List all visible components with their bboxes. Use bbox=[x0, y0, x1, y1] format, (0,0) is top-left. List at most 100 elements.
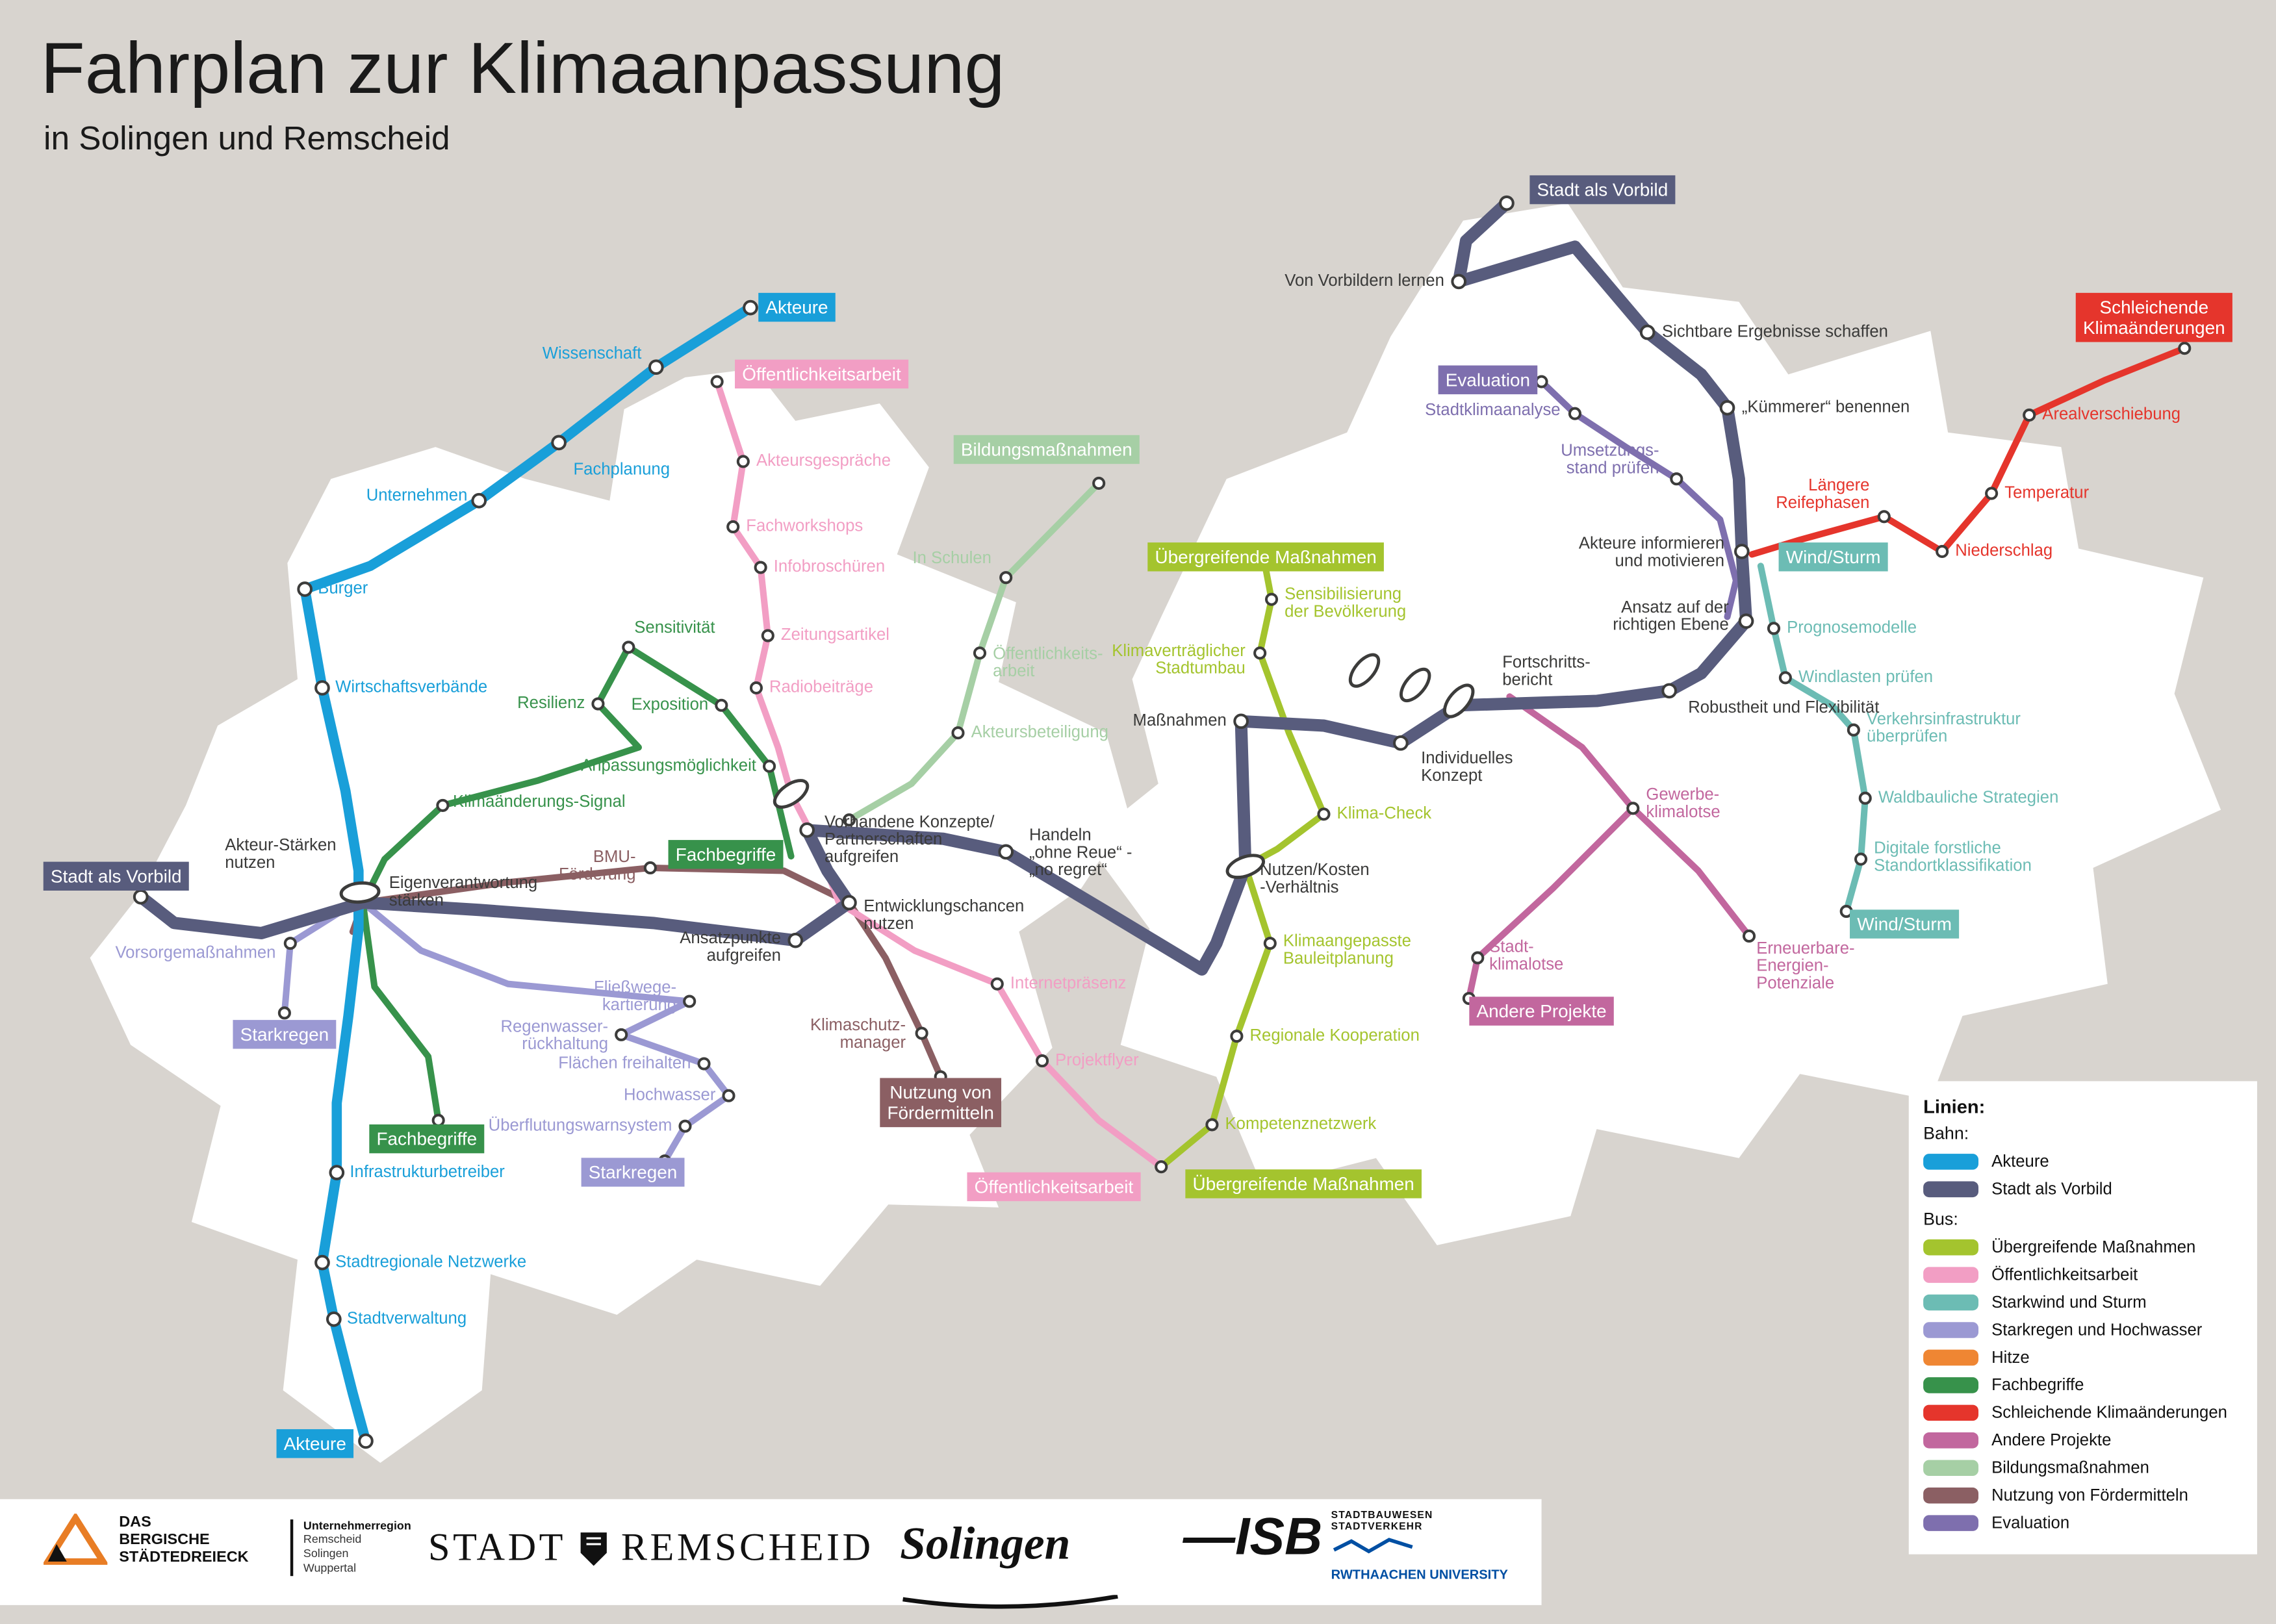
station-label: Erneuerbare-Energien-Potenziale bbox=[1756, 939, 1854, 993]
station-label: Temperatur bbox=[2004, 483, 2089, 501]
legend-entry-label: Stadt als Vorbild bbox=[1991, 1180, 2112, 1199]
station-label: Maßnahmen bbox=[1133, 711, 1227, 730]
terminus-badge-bg bbox=[1185, 1169, 1422, 1199]
station-label: Fließwege-kartierung bbox=[594, 978, 676, 1014]
legend-entry: Starkregen und Hochwasser bbox=[1923, 1316, 2242, 1343]
isb-right-block: STADTBAUWESEN STADTVERKEHR RWTHAACHEN UN… bbox=[1331, 1511, 1508, 1582]
terminus-badge-label: Übergreifende Maßnahmen bbox=[1155, 547, 1376, 567]
legend-entry-label: Andere Projekte bbox=[1991, 1431, 2112, 1449]
terminus-badge-bg bbox=[1529, 175, 1676, 205]
legend-entry-label: Öffentlichkeitsarbeit bbox=[1991, 1266, 2138, 1284]
bst-line3: STÄDTEDREIECK bbox=[119, 1549, 249, 1566]
logo-solingen: Solingen bbox=[900, 1517, 1121, 1624]
station-label: Projektflyer bbox=[1055, 1051, 1139, 1069]
station-akteure bbox=[743, 299, 758, 316]
terminus-badge-bg bbox=[735, 359, 909, 389]
bst-line2: BERGISCHE bbox=[119, 1531, 210, 1549]
station-label: Arealverschiebung bbox=[2042, 405, 2180, 424]
station-label: Stadtklimaanalyse bbox=[1425, 401, 1560, 419]
station-label: Fachplanung bbox=[573, 461, 670, 479]
station-stadt bbox=[1738, 613, 1754, 629]
station-starkregen bbox=[722, 1089, 735, 1102]
rwth-aachen-text: RWTHAACHEN UNIVERSITY bbox=[1331, 1567, 1508, 1582]
station-label: Fachworkshops bbox=[746, 517, 863, 535]
footer-logos: DAS BERGISCHE STÄDTEDREIECK Unternehmerr… bbox=[0, 1499, 1542, 1609]
terminus-badge-label: Bildungsmaßnahmen bbox=[961, 439, 1132, 459]
terminus-badge-label: Fachbegriffe bbox=[676, 844, 776, 865]
interchange-station bbox=[1443, 683, 1475, 718]
remscheid-crest-icon bbox=[580, 1532, 607, 1566]
poster-header: Fahrplan zur Klimaanpassung in Solingen … bbox=[41, 26, 1005, 158]
legend-entry: Übergreifende Maßnahmen bbox=[1923, 1234, 2242, 1261]
station-wind bbox=[1847, 723, 1860, 737]
terminus-badge-oeffentlichkeit: Öffentlichkeitsarbeit bbox=[735, 359, 909, 389]
station-label: Robustheit und Flexibilität bbox=[1688, 698, 1879, 717]
station-schleichende bbox=[1985, 487, 1999, 500]
station-stadt bbox=[1451, 273, 1467, 290]
legend-swatch bbox=[1923, 1432, 1979, 1449]
station-akteure bbox=[297, 581, 313, 597]
terminus-badge-label: Akteure bbox=[284, 1434, 346, 1454]
station-oeffentlichkeit bbox=[1155, 1160, 1168, 1174]
terminus-badge-bg bbox=[276, 1429, 354, 1458]
station-label: Windlasten prüfen bbox=[1798, 668, 1933, 686]
legend-entry-label: Hitze bbox=[1991, 1349, 2030, 1367]
legend-entry-label: Nutzung von Fördermitteln bbox=[1991, 1486, 2188, 1504]
station-label: Stadt-klimalotse bbox=[1489, 938, 1563, 974]
ur-item: Wuppertal bbox=[303, 1561, 357, 1575]
station-uebergreifende bbox=[1317, 807, 1331, 821]
station-fachbegriffe bbox=[715, 698, 728, 712]
station-wind bbox=[1767, 622, 1781, 635]
terminus-badge-andere: Andere Projekte bbox=[1469, 996, 1614, 1026]
terminus-badge-bg bbox=[43, 861, 189, 891]
station-stadt bbox=[133, 889, 149, 905]
station-uebergreifende bbox=[1263, 937, 1277, 950]
station-starkregen bbox=[678, 1119, 692, 1133]
station-oeffentlichkeit bbox=[990, 977, 1004, 991]
station-bildung bbox=[1092, 476, 1106, 490]
ur-item: Remscheid bbox=[303, 1532, 362, 1546]
station-akteure bbox=[648, 359, 664, 375]
legend-entry: Hitze bbox=[1923, 1344, 2242, 1371]
terminus-badge-bildung: Bildungsmaßnahmen bbox=[953, 435, 1140, 464]
station-label: Umsetzungs-stand prüfen bbox=[1561, 441, 1659, 477]
terminus-badge-label: Wind/Sturm bbox=[1786, 547, 1881, 567]
station-stadt bbox=[1233, 713, 1249, 730]
station-label: Überflutungswarnsystem bbox=[489, 1116, 672, 1134]
station-label: Sichtbare Ergebnisse schaffen bbox=[1662, 322, 1888, 340]
station-starkregen bbox=[277, 1006, 291, 1020]
station-akteure bbox=[358, 1433, 374, 1449]
terminus-badge-akteure: Akteure bbox=[758, 292, 836, 322]
interchange-station bbox=[773, 779, 810, 809]
station-label: Stadtregionale Netzwerke bbox=[335, 1252, 526, 1271]
legend-entry: Stadt als Vorbild bbox=[1923, 1176, 2242, 1203]
terminus-badge-stadt: Stadt als Vorbild bbox=[1529, 175, 1676, 205]
station-stadt bbox=[1661, 683, 1678, 699]
terminus-badge-bg bbox=[880, 1078, 1002, 1128]
station-starkregen bbox=[283, 937, 297, 950]
station-label: Wirtschaftsverbände bbox=[335, 678, 487, 696]
terminus-badge-label: Öffentlichkeitsarbeit bbox=[742, 364, 901, 384]
station-oeffentlichkeit bbox=[736, 455, 750, 468]
solingen-wordmark: Solingen bbox=[900, 1516, 1071, 1569]
terminus-badge-starkregen: Starkregen bbox=[581, 1158, 685, 1187]
line-schleichende bbox=[1748, 345, 2188, 558]
legend-entry-label: Starkwind und Sturm bbox=[1991, 1293, 2147, 1312]
station-oeffentlichkeit bbox=[726, 520, 740, 534]
terminus-badge-bg bbox=[953, 435, 1140, 464]
station-andere bbox=[1742, 929, 1756, 943]
terminus-badge-bg bbox=[1778, 542, 1888, 572]
ur-item: Solingen bbox=[303, 1547, 349, 1560]
